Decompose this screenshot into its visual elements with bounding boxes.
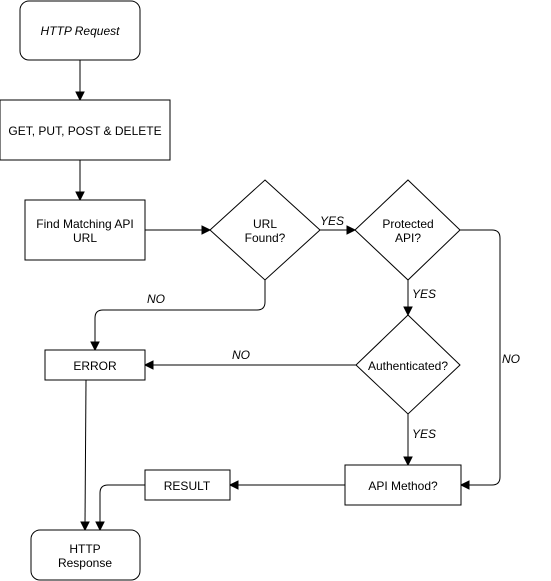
arrowhead xyxy=(459,480,470,490)
arrowhead xyxy=(403,456,413,467)
node-label: RESULT xyxy=(164,479,211,493)
edge-label-url-found-yes: YES xyxy=(320,214,344,228)
node-label: API? xyxy=(395,231,421,245)
node-methods: GET, PUT, POST & DELETE xyxy=(0,99,171,161)
edge-label-auth-yes: YES xyxy=(412,427,436,441)
node-protected-api: Protected API? xyxy=(354,179,461,281)
arrowhead xyxy=(90,341,100,352)
edge-result-to-response xyxy=(99,484,145,524)
node-label: GET, PUT, POST & DELETE xyxy=(8,124,161,138)
arrowhead xyxy=(75,191,85,202)
node-label: Response xyxy=(58,556,112,570)
edge-label-protected-no: NO xyxy=(502,352,520,366)
node-label: Find Matching API xyxy=(36,217,133,231)
arrowhead xyxy=(228,480,239,490)
node-label: ERROR xyxy=(73,359,117,373)
node-http-response: HTTP Response xyxy=(30,529,141,581)
arrowhead xyxy=(143,360,154,370)
node-label: Authenticated? xyxy=(368,359,448,373)
node-find-api: Find Matching API URL xyxy=(24,199,146,261)
node-label: HTTP xyxy=(69,542,100,556)
arrowhead xyxy=(201,225,212,235)
node-label: URL xyxy=(253,217,277,231)
edge-label-url-found-no: NO xyxy=(147,292,165,306)
node-api-method: API Method? xyxy=(344,464,462,506)
arrowhead xyxy=(75,91,85,102)
arrowhead xyxy=(403,306,413,317)
arrowhead xyxy=(80,521,90,532)
edge-urlfound-no xyxy=(94,280,266,344)
node-authenticated: Authenticated? xyxy=(355,314,461,415)
edge-label-protected-yes: YES xyxy=(412,287,436,301)
node-error: ERROR xyxy=(44,349,146,381)
node-label: Found? xyxy=(245,231,286,245)
node-label: HTTP Request xyxy=(41,24,121,38)
edge-protected-no xyxy=(460,229,501,486)
node-url-found: URL Found? xyxy=(209,179,321,281)
node-http-request: HTTP Request xyxy=(19,0,141,61)
edge-error-to-response xyxy=(84,379,87,525)
node-result: RESULT xyxy=(144,469,231,501)
node-label: API Method? xyxy=(368,479,438,493)
node-label: URL xyxy=(73,231,97,245)
edge-label-auth-no: NO xyxy=(232,348,250,362)
node-label: Protected xyxy=(382,217,433,231)
arrowhead xyxy=(95,521,105,532)
arrowhead xyxy=(346,225,357,235)
